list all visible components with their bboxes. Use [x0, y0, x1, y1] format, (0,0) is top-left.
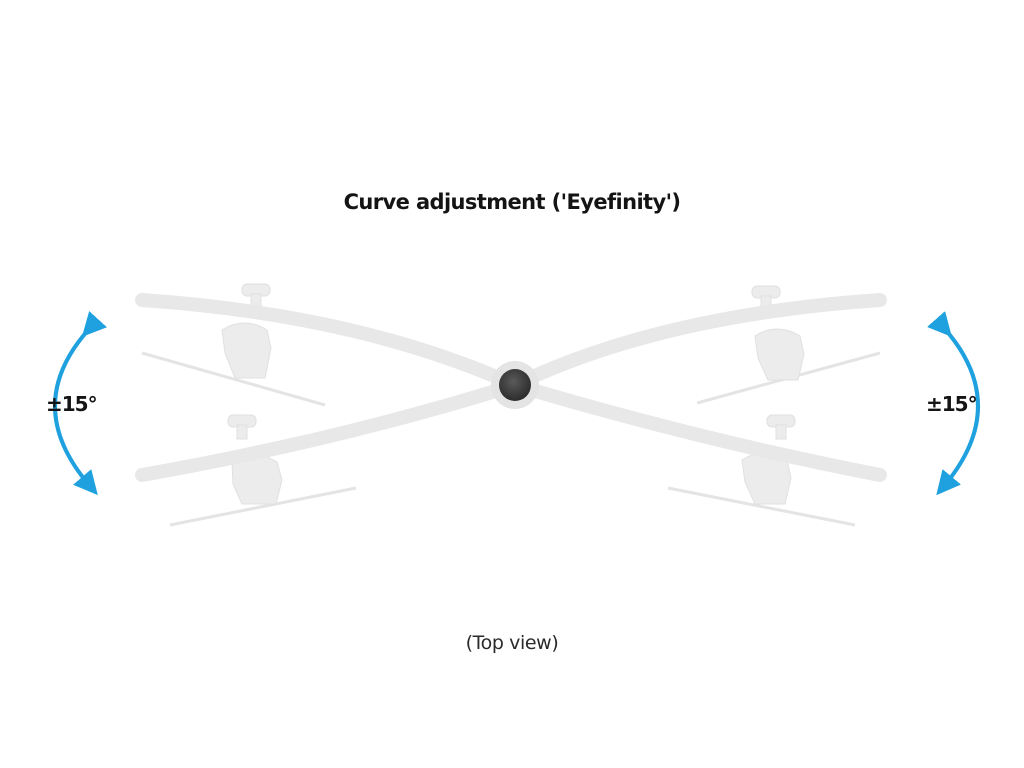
left-rotation-arrow-icon	[53, 311, 107, 496]
view-caption: (Top view)	[465, 632, 559, 654]
right-angle-label: ±15°	[926, 392, 978, 416]
right-upper-mount	[696, 285, 881, 405]
diagram-title: Curve adjustment ('Eyefinity')	[343, 190, 681, 214]
pivot-knob	[499, 369, 531, 401]
left-angle-label: ±15°	[46, 392, 98, 416]
right-lower-mount	[667, 414, 856, 527]
left-upper-mount	[141, 283, 326, 407]
right-rotation-arrow-icon	[927, 311, 980, 496]
